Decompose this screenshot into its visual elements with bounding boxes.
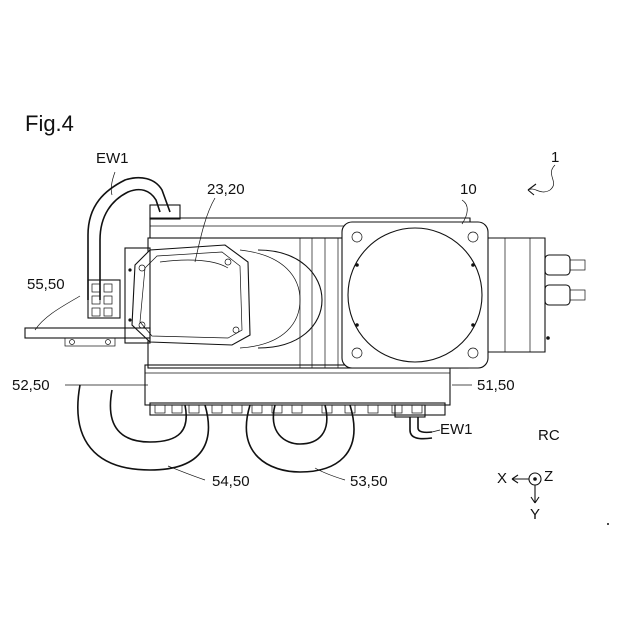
- label-robot: 1: [551, 150, 559, 165]
- left-duct-loop: [78, 385, 209, 470]
- label-axis-z: Z: [544, 469, 553, 484]
- label-left-duct: 52,50: [12, 378, 50, 393]
- label-axis-y: Y: [530, 507, 540, 522]
- coordinate-symbol: [512, 473, 541, 503]
- label-wire-top: EW1: [96, 151, 129, 166]
- motor-unit: [342, 222, 585, 368]
- bottom-wire: [395, 405, 432, 439]
- label-right-duct: 51,50: [477, 378, 515, 393]
- label-plate: 55,50: [27, 277, 65, 292]
- label-wire-bottom: EW1: [440, 422, 473, 437]
- figure-title: Fig.4: [25, 113, 74, 135]
- label-loop-left: 54,50: [212, 474, 250, 489]
- robot-arrow: [528, 165, 555, 195]
- label-axis-x: X: [497, 471, 507, 486]
- label-loop-right: 53,50: [350, 474, 388, 489]
- label-cover: 23,20: [207, 182, 245, 197]
- label-frame: RC: [538, 428, 560, 443]
- label-motor-unit: 10: [460, 182, 477, 197]
